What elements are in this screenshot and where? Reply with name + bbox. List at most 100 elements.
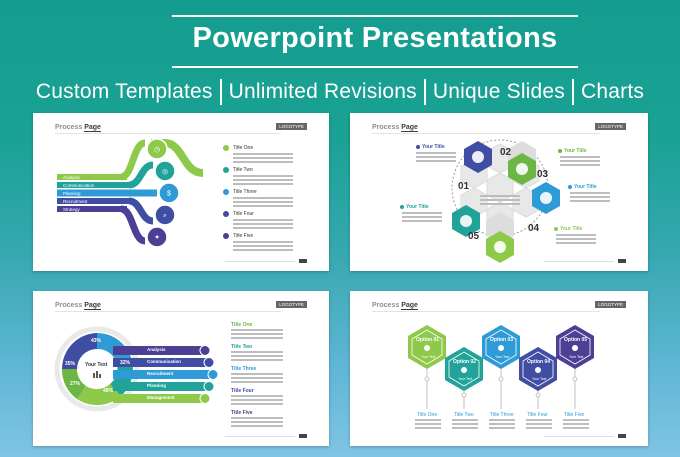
slide-title-rule xyxy=(372,133,600,134)
item-body-text xyxy=(233,241,293,253)
hex-icon-3 xyxy=(532,182,560,214)
hex-icon-7 xyxy=(508,153,536,185)
footer-rule xyxy=(225,436,295,437)
logotype-badge: LOGOTYPE xyxy=(276,123,307,130)
option-inner-text: Your Text xyxy=(458,377,473,381)
slide-preview-1[interactable]: Process Page LOGOTYPE ◷ ◎ $ ⌕ ✦ Analysis… xyxy=(33,113,329,271)
item-body-text xyxy=(233,197,293,209)
percent-2: 32% xyxy=(120,360,131,366)
option-label-02: Option 02 xyxy=(453,359,477,365)
percent-1: 43% xyxy=(91,338,102,344)
label-body-text xyxy=(402,212,442,224)
item-title-five: Title Five xyxy=(233,233,254,239)
slide-title: Process Page xyxy=(372,302,418,310)
item-title-two: Title Two xyxy=(233,167,253,173)
item-body-text xyxy=(231,373,283,385)
bullet xyxy=(416,145,420,149)
bullet xyxy=(400,205,404,209)
bar-label-planning: Planning xyxy=(147,383,166,388)
lightbulb-icon xyxy=(146,226,168,248)
donut-center-label: Your Text xyxy=(85,362,108,368)
label-your-title-1: Your Title xyxy=(422,144,445,150)
item-title-one: Title One xyxy=(417,412,438,418)
option-label-04: Option 04 xyxy=(527,359,551,365)
target-icon xyxy=(154,160,176,182)
item-title-five: Title Five xyxy=(231,410,253,416)
option-label-05: Option 05 xyxy=(564,337,588,343)
feature-custom-templates: Custom Templates xyxy=(35,80,213,103)
item-body-text xyxy=(415,419,441,431)
item-title-five: Title Five xyxy=(564,412,585,418)
option-label-03: Option 03 xyxy=(490,337,514,343)
footer-rule xyxy=(544,436,614,437)
feature-unlimited-revisions: Unlimited Revisions xyxy=(228,80,417,103)
svg-text:$: $ xyxy=(167,191,171,198)
page-number-badge xyxy=(618,259,626,263)
hex-icon-6 xyxy=(486,231,514,263)
bar-label-analysis: Analysis xyxy=(147,347,166,352)
feature-separator xyxy=(423,79,426,105)
svg-text:✦: ✦ xyxy=(154,234,160,242)
step-number-05: 05 xyxy=(468,231,480,242)
option-inner-text: Your Text xyxy=(421,355,436,359)
label-body-text xyxy=(416,152,456,164)
item-title-four: Title Four xyxy=(233,211,254,217)
logotype-badge: LOGOTYPE xyxy=(595,301,626,308)
bar-label-communication: Communication xyxy=(147,359,182,364)
bar-label-recruitment: Recruitment xyxy=(147,371,174,376)
slide-preview-4[interactable]: Process Page LOGOTYPE Option 01 Option 0… xyxy=(350,291,648,446)
item-title-two: Title Two xyxy=(454,412,474,418)
label-body-text xyxy=(556,234,596,246)
item-body-text xyxy=(231,351,283,363)
item-title-one: Title One xyxy=(231,322,253,328)
hexagon-options-diagram xyxy=(408,325,594,409)
bullet xyxy=(558,149,562,153)
item-body-text xyxy=(563,419,589,431)
step-number-04: 04 xyxy=(528,223,540,234)
branch-diagram: ◷ ◎ $ ⌕ ✦ xyxy=(57,138,204,248)
svg-text:⌕: ⌕ xyxy=(163,213,167,220)
band-label-recruitment: Recruitment xyxy=(63,199,88,204)
slide-title-rule xyxy=(372,311,600,312)
item-body-text xyxy=(452,419,478,431)
percent-5: 35% xyxy=(65,361,76,367)
item-title-three: Title Three xyxy=(490,412,514,418)
feature-unique-slides: Unique Slides xyxy=(432,80,566,103)
item-body-text xyxy=(489,419,515,431)
slide-preview-2[interactable]: Process Page LOGOTYPE 01 02 03 04 05 You… xyxy=(350,113,648,271)
feature-separator xyxy=(572,79,575,105)
option-inner-text: Your Text xyxy=(532,377,547,381)
bullet xyxy=(554,227,558,231)
feature-list: Custom Templates Unlimited Revisions Uni… xyxy=(0,79,680,106)
item-body-text xyxy=(231,395,283,407)
header-bottom-line xyxy=(172,66,578,68)
option-inner-text: Your Text xyxy=(569,355,584,359)
hex-icon-5 xyxy=(452,205,480,237)
page-number-badge xyxy=(299,259,307,263)
slide-title: Process Page xyxy=(55,302,101,310)
option-label-01: Option 01 xyxy=(416,337,440,343)
slide-title: Process Page xyxy=(372,124,418,132)
slide-title-rule xyxy=(55,311,281,312)
label-your-title-2: Your Title xyxy=(564,148,587,154)
item-body-text xyxy=(526,419,552,431)
page-number-badge xyxy=(299,434,307,438)
item-title-four: Title Four xyxy=(527,412,548,418)
label-your-title-3: Your Title xyxy=(574,184,597,190)
percent-3: 48% xyxy=(103,388,114,394)
option-inner-text: Your Text xyxy=(495,355,510,359)
band-label-communication: Communication xyxy=(63,183,95,188)
footer-rule xyxy=(225,261,295,262)
bullet xyxy=(223,167,229,173)
center-body-text xyxy=(480,195,520,207)
donut-bar-diagram xyxy=(54,326,219,412)
item-body-text xyxy=(231,329,283,341)
page-number-badge xyxy=(618,434,626,438)
step-number-02: 02 xyxy=(500,147,512,158)
money-icon xyxy=(158,182,180,204)
item-title-three: Title Three xyxy=(233,189,257,195)
search-icon xyxy=(154,204,176,226)
band-label-planning: Planning xyxy=(63,191,81,196)
svg-text:◷: ◷ xyxy=(154,147,160,154)
slide-preview-3[interactable]: Process Page LOGOTYPE Your Text 43% 32% … xyxy=(33,291,329,446)
